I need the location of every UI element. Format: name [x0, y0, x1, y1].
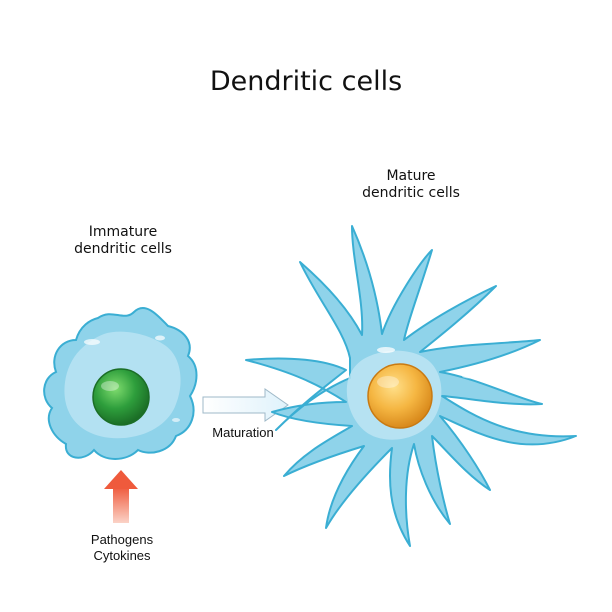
mature-nucleus [367, 363, 433, 429]
maturation-arrow [202, 388, 289, 422]
stimulus-label-pathogens: Pathogens [90, 532, 154, 547]
diagram-title: Dendritic cells [209, 66, 403, 97]
immature-nucleus-shine [101, 381, 119, 391]
immature-label-line-2: dendritic cells [74, 241, 172, 257]
stimulus-label-cytokines: Cytokines [93, 548, 151, 563]
mature-cell-label: Mature dendritic cells [346, 168, 476, 202]
immature-nucleus [92, 368, 150, 426]
stimulus-label: Pathogens Cytokines [72, 532, 172, 564]
immature-highlight-3 [172, 418, 180, 422]
mature-nucleus-shine [377, 376, 399, 388]
mature-label-line-1: Mature [386, 168, 436, 184]
mature-highlight-3 [462, 373, 478, 379]
maturation-arrow-shape [202, 388, 289, 422]
stimulus-arrow-head [104, 470, 138, 489]
mature-dendritic-cell [245, 225, 577, 547]
immature-highlight-1 [84, 339, 100, 345]
maturation-label: Maturation [212, 425, 274, 440]
immature-label-line-1: Immature [88, 224, 158, 240]
immature-highlight-2 [155, 335, 165, 341]
mature-label-line-2: dendritic cells [362, 185, 460, 201]
immature-dendritic-cell [43, 307, 198, 460]
stimulus-arrow [104, 470, 138, 523]
immature-cell-label: Immature dendritic cells [58, 224, 188, 258]
mature-highlight-1 [377, 347, 395, 353]
stimulus-arrow-shaft [113, 487, 129, 523]
mature-highlight-2 [335, 288, 345, 304]
